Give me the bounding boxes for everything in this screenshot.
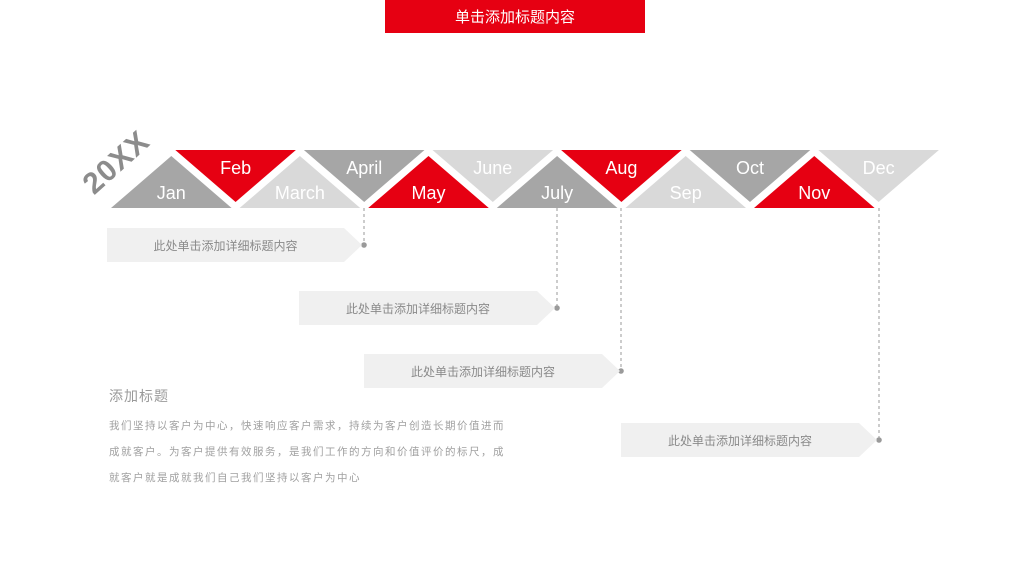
month-label-dec: Dec	[863, 158, 895, 178]
detail-text-2: 此处单击添加详细标题内容	[345, 301, 490, 316]
month-triangle-sep[interactable]	[625, 156, 746, 208]
detail-text-1: 此处单击添加详细标题内容	[153, 238, 298, 253]
section-line-1: 我们坚持以客户为中心，快速响应客户需求，持续为客户创造长期价值进而	[109, 420, 505, 432]
month-label-may: May	[411, 183, 445, 203]
detail-box-2[interactable]: 此处单击添加详细标题内容	[299, 291, 555, 325]
section-line-2: 成就客户。为客户提供有效服务，是我们工作的方向和价值评价的标尺，成	[109, 446, 505, 458]
section-body: 我们坚持以客户为中心，快速响应客户需求，持续为客户创造长期价值进而 成就客户。为…	[109, 413, 529, 491]
header-title: 单击添加标题内容	[454, 8, 575, 26]
month-triangle-june[interactable]	[432, 150, 554, 202]
month-triangle-nov[interactable]	[754, 156, 875, 208]
month-label-june: June	[473, 158, 512, 178]
month-triangle-feb[interactable]	[175, 150, 296, 202]
month-label-feb: Feb	[220, 158, 251, 178]
month-triangle-oct[interactable]	[689, 150, 811, 202]
month-triangle-may[interactable]	[368, 156, 489, 208]
month-triangle-july[interactable]	[496, 156, 618, 208]
connector-dot-1	[361, 242, 367, 248]
month-label-march: March	[275, 183, 325, 203]
section-line-3: 就客户就是成就我们自己我们坚持以客户为中心	[109, 472, 361, 484]
detail-box-1[interactable]: 此处单击添加详细标题内容	[107, 228, 362, 262]
month-triangle-jan[interactable]	[111, 156, 232, 208]
month-triangle-dec[interactable]	[818, 150, 939, 202]
month-triangle-april[interactable]	[303, 150, 425, 202]
month-label-oct: Oct	[736, 158, 764, 178]
header-title-bar[interactable]: 单击添加标题内容	[385, 0, 645, 33]
month-label-jan: Jan	[157, 183, 186, 203]
connector-dot-4	[876, 437, 882, 443]
detail-text-4: 此处单击添加详细标题内容	[667, 433, 812, 448]
month-label-nov: Nov	[798, 183, 830, 203]
month-label-sep: Sep	[670, 183, 702, 203]
detail-box-4[interactable]: 此处单击添加详细标题内容	[621, 423, 877, 457]
month-label-aug: Aug	[605, 158, 637, 178]
connector-dot-3	[618, 368, 624, 374]
month-label-april: April	[346, 158, 382, 178]
connector-dot-2	[554, 305, 560, 311]
detail-text-3: 此处单击添加详细标题内容	[410, 364, 555, 379]
month-label-july: July	[541, 183, 573, 203]
month-triangle-march[interactable]	[239, 156, 361, 208]
month-triangle-aug[interactable]	[561, 150, 682, 202]
detail-box-3[interactable]: 此处单击添加详细标题内容	[364, 354, 620, 388]
section-title: 添加标题	[109, 389, 169, 405]
